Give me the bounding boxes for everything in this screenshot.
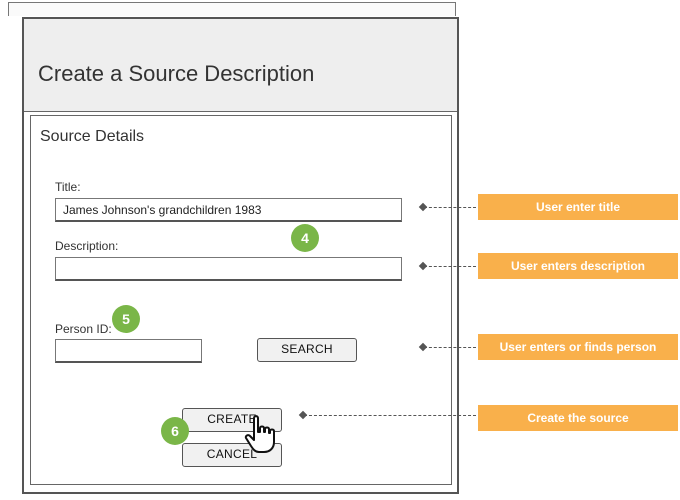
title-input[interactable]: James Johnson's grandchildren 1983	[55, 198, 402, 222]
annotation-title: User enter title	[478, 194, 678, 220]
annotation-description: User enters description	[478, 253, 678, 279]
description-label: Description:	[55, 239, 119, 253]
page-title: Create a Source Description	[38, 61, 315, 86]
window-top-edge	[8, 2, 456, 16]
source-details-panel: Source Details Title: James Johnson's gr…	[30, 115, 452, 485]
person-id-label: Person ID:	[55, 322, 112, 336]
annotation-person: User enters or finds person	[478, 334, 678, 360]
person-id-input[interactable]	[55, 339, 202, 363]
step-badge-6: 6	[161, 417, 189, 445]
page-header: Create a Source Description	[24, 19, 457, 112]
annotation-create: Create the source	[478, 405, 678, 431]
hand-pointer-icon	[244, 415, 275, 453]
connector-description	[424, 266, 476, 267]
connector-person	[424, 347, 476, 348]
title-label: Title:	[55, 180, 81, 194]
cancel-button[interactable]: CANCEL	[182, 443, 282, 467]
description-input[interactable]	[55, 257, 402, 281]
search-button[interactable]: SEARCH	[257, 338, 357, 362]
page-frame: Create a Source Description Source Detai…	[22, 17, 459, 494]
step-badge-4: 4	[291, 224, 319, 252]
step-badge-5: 5	[112, 305, 140, 333]
create-button[interactable]: CREATE	[182, 408, 282, 432]
panel-title: Source Details	[40, 128, 145, 145]
connector-create	[304, 415, 476, 416]
connector-title	[424, 207, 476, 208]
